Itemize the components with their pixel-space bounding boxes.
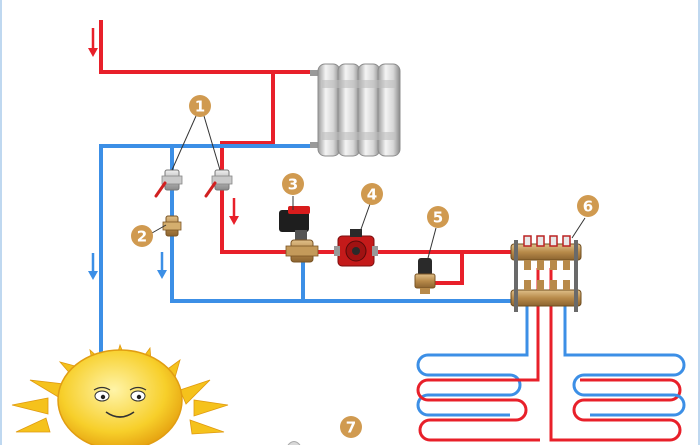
cropped-element-icon bbox=[287, 441, 301, 445]
thermostatic-head-icon bbox=[414, 258, 436, 294]
callout-5-number: 5 bbox=[433, 209, 443, 227]
manifold-icon bbox=[510, 235, 582, 312]
mixing-valve-icon bbox=[279, 206, 319, 263]
callout-3-number: 3 bbox=[288, 176, 298, 194]
callout-2: 2 bbox=[131, 225, 153, 247]
callout-1: 1 bbox=[189, 95, 211, 117]
callout-1-number: 1 bbox=[195, 98, 205, 116]
underfloor-loop-left-cold bbox=[416, 305, 529, 417]
cold-return-branch-pipe bbox=[170, 144, 517, 303]
callout-6: 6 bbox=[577, 195, 599, 217]
callout-5: 5 bbox=[427, 206, 449, 228]
callout-4: 4 bbox=[361, 183, 383, 205]
hot-supply-main-pipe bbox=[99, 20, 314, 74]
hot-flow-arrows bbox=[88, 28, 239, 225]
radiator-icon bbox=[310, 63, 401, 157]
callout-leaders bbox=[151, 115, 586, 259]
ball-valve-icon bbox=[204, 169, 233, 198]
underfloor-loop-right-hot bbox=[549, 300, 682, 442]
underfloor-loop-right-cold bbox=[563, 305, 686, 417]
callout-2-number: 2 bbox=[137, 228, 147, 246]
hot-bypass-pipe bbox=[428, 250, 464, 285]
hot-branch-pipe bbox=[220, 141, 298, 254]
cold-flow-arrows bbox=[88, 252, 167, 280]
callout-4-number: 4 bbox=[367, 186, 377, 204]
callout-6-number: 6 bbox=[583, 198, 593, 216]
callout-7-number: 7 bbox=[346, 419, 356, 437]
circulation-pump-icon bbox=[334, 229, 378, 267]
sun-boiler-icon bbox=[11, 343, 229, 445]
callout-7: 7 bbox=[340, 416, 362, 438]
ball-valve-icon bbox=[154, 169, 183, 198]
cold-return-main-pipe bbox=[99, 144, 314, 354]
underfloor-loop-left-hot bbox=[416, 300, 540, 442]
cold-return-pipes bbox=[99, 144, 517, 354]
callout-3: 3 bbox=[282, 173, 304, 195]
bypass-valve-icon bbox=[162, 215, 182, 237]
